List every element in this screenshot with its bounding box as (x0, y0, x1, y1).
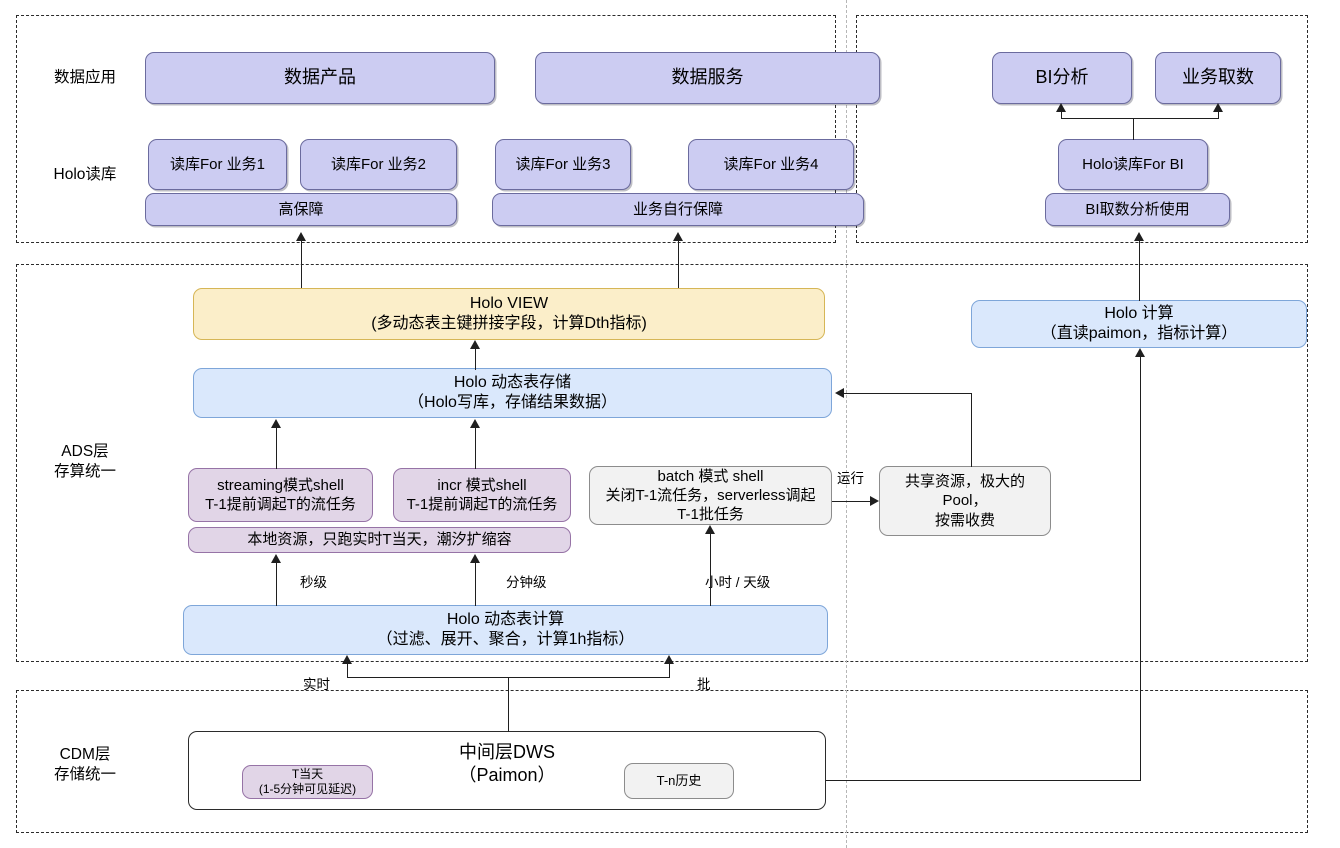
t-today-line2: (1-5分钟可见延迟) (258, 782, 357, 796)
holo-dynamic-storage-title: Holo 动态表存储 (453, 373, 572, 391)
holo-compute-subtitle: （直读paimon，指标计算） (1040, 325, 1238, 342)
bi-usage-guarantee[interactable]: BI取数分析使用 (1045, 193, 1230, 226)
streaming-shell-title: streaming模式shell (217, 476, 344, 494)
top-right-zone-container (856, 15, 1308, 243)
edge-label-run: 运行 (837, 471, 864, 486)
layer-label-ads: ADS层 存算统一 (53, 442, 116, 480)
conn-view-to-self-guarantee-arrow (673, 232, 683, 241)
conn-pool-riser (971, 393, 972, 467)
latency-label-hour-day: 小时 / 天级 (705, 575, 771, 590)
guarantee-self[interactable]: 业务自行保障 (492, 193, 864, 226)
holo-view-title: Holo VIEW (469, 294, 549, 312)
bi-connector-right-arrow (1213, 103, 1223, 112)
holo-compute-box[interactable]: Holo 计算 （直读paimon，指标计算） (971, 300, 1307, 348)
dws-title: 中间层DWS (459, 742, 555, 762)
t-n-history-box[interactable]: T-n历史 (624, 763, 734, 799)
batch-shell-line2: 关闭T-1流任务，serverless调起 (605, 486, 816, 504)
incr-shell-subtitle: T-1提前调起T的流任务 (406, 496, 558, 513)
conn-streaming-to-storage (276, 427, 277, 469)
shared-resource-pool-box[interactable]: 共享资源，极大的Pool， 按需收费 (879, 466, 1051, 536)
holo-view-subtitle: (多动态表主键拼接字段，计算Dth指标) (371, 315, 647, 332)
conn-pool-to-storage (844, 393, 972, 394)
zone-divider (846, 0, 847, 848)
read-db-biz4[interactable]: 读库For 业务4 (688, 139, 854, 190)
conn-view-to-high-guarantee (301, 240, 302, 288)
batch-shell-line3: T-1批任务 (677, 506, 744, 524)
layer-label-holo-read: Holo读库 (53, 165, 117, 183)
latency-label-second: 秒级 (300, 575, 327, 590)
holo-dynamic-compute-box[interactable]: Holo 动态表计算 （过滤、展开、聚合，计算1h指标） (183, 605, 828, 655)
conn-storage-to-view-arrow (470, 340, 480, 349)
conn-dws-to-holo-compute-arrow (1135, 348, 1145, 357)
app-data-product[interactable]: 数据产品 (145, 52, 495, 104)
top-left-zone-container (16, 15, 836, 243)
conn-compute-to-batch-arrow (705, 525, 715, 534)
conn-dws-to-holo-compute-horizontal (826, 780, 1141, 781)
read-db-biz2[interactable]: 读库For 业务2 (300, 139, 457, 190)
conn-dws-batch-arrow (664, 655, 674, 664)
incr-shell-box[interactable]: incr 模式shell T-1提前调起T的流任务 (393, 468, 571, 522)
dws-subtitle: （Paimon） (458, 765, 556, 786)
edge-label-realtime: 实时 (303, 677, 330, 692)
conn-compute-to-local-b (475, 562, 476, 606)
holo-dynamic-storage-subtitle: （Holo写库，存储结果数据） (408, 394, 617, 411)
shared-pool-line1: 共享资源，极大的Pool， (904, 473, 1025, 510)
incr-shell-title: incr 模式shell (437, 476, 527, 494)
holo-compute-title: Holo 计算 (1104, 304, 1174, 322)
conn-view-to-high-guarantee-arrow (296, 232, 306, 241)
batch-shell-line1: batch 模式 shell (657, 467, 764, 485)
streaming-shell-subtitle: T-1提前调起T的流任务 (205, 496, 356, 513)
conn-batch-to-pool (832, 501, 872, 502)
edge-label-batch: 批 (697, 677, 711, 692)
holo-view-box[interactable]: Holo VIEW (多动态表主键拼接字段，计算Dth指标) (193, 288, 825, 340)
conn-view-to-self-guarantee (678, 240, 679, 288)
app-bi-analysis[interactable]: BI分析 (992, 52, 1132, 104)
local-resource-box[interactable]: 本地资源，只跑实时T当天，潮汐扩缩容 (188, 527, 571, 553)
conn-storage-to-view (475, 348, 476, 370)
streaming-shell-box[interactable]: streaming模式shell T-1提前调起T的流任务 (188, 468, 373, 522)
holo-dynamic-compute-title: Holo 动态表计算 (446, 610, 565, 628)
conn-compute-to-local-a (276, 562, 277, 606)
read-db-biz3[interactable]: 读库For 业务3 (495, 139, 631, 190)
conn-dws-split-bar (347, 677, 669, 678)
bi-connector-bar (1061, 118, 1218, 119)
conn-dws-realtime-arrow (342, 655, 352, 664)
bi-connector-right-riser (1218, 110, 1219, 119)
app-biz-query[interactable]: 业务取数 (1155, 52, 1281, 104)
conn-incr-to-storage (475, 427, 476, 469)
conn-pool-to-storage-arrow (835, 388, 844, 398)
app-data-service[interactable]: 数据服务 (535, 52, 880, 104)
read-db-biz1[interactable]: 读库For 业务1 (148, 139, 287, 190)
conn-dws-realtime-riser (347, 663, 348, 678)
conn-compute-to-local-a-arrow (271, 554, 281, 563)
layer-label-data-application: 数据应用 (53, 68, 116, 86)
holo-dynamic-compute-subtitle: （过滤、展开、聚合，计算1h指标） (376, 631, 635, 648)
conn-holo-compute-to-bi-arrow (1134, 232, 1144, 241)
cdm-zone-container (16, 690, 1308, 833)
ads-zone-container (16, 264, 1308, 662)
conn-incr-to-storage-arrow (470, 419, 480, 428)
layer-label-cdm: CDM层 存储统一 (53, 745, 116, 783)
t-today-line1: T当天 (291, 766, 324, 781)
conn-holo-compute-to-bi (1139, 240, 1140, 301)
bi-connector-left-riser (1061, 110, 1062, 119)
conn-dws-stem (508, 677, 509, 732)
holo-dynamic-storage-box[interactable]: Holo 动态表存储 （Holo写库，存储结果数据） (193, 368, 832, 418)
t-today-box[interactable]: T当天 (1-5分钟可见延迟) (242, 765, 373, 799)
bi-connector-left-arrow (1056, 103, 1066, 112)
guarantee-high[interactable]: 高保障 (145, 193, 457, 226)
bi-connector-stem (1133, 118, 1134, 140)
holo-read-db-for-bi[interactable]: Holo读库For BI (1058, 139, 1208, 190)
conn-compute-to-batch (710, 533, 711, 606)
latency-label-minute: 分钟级 (506, 575, 547, 590)
conn-compute-to-local-b-arrow (470, 554, 480, 563)
batch-shell-box[interactable]: batch 模式 shell 关闭T-1流任务，serverless调起 T-1… (589, 466, 832, 525)
conn-batch-to-pool-arrow (870, 496, 879, 506)
conn-dws-to-holo-compute-riser (1140, 357, 1141, 781)
conn-dws-batch-riser (669, 663, 670, 678)
shared-pool-line2: 按需收费 (934, 511, 995, 529)
conn-streaming-to-storage-arrow (271, 419, 281, 428)
